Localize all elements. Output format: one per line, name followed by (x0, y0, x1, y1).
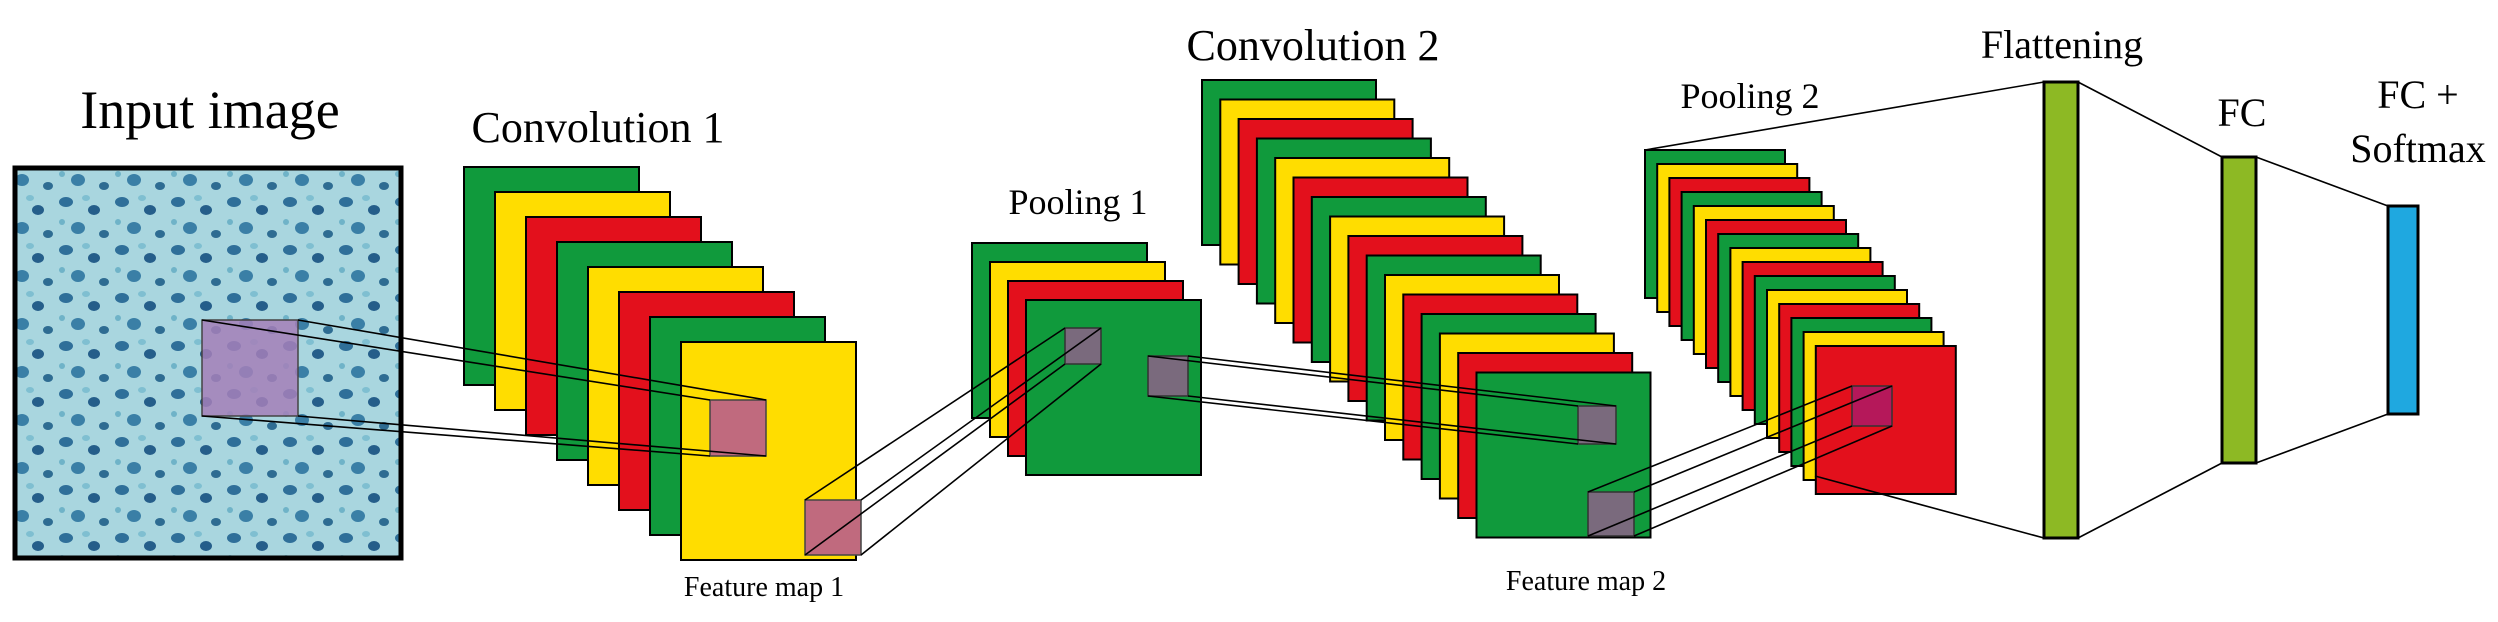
conv1-top-patch (709, 399, 767, 457)
fc-softmax-title-line2: Softmax (2350, 126, 2486, 171)
pooling-1-title: Pooling 1 (1008, 182, 1147, 222)
conv2-bottom-patch (1587, 491, 1635, 537)
feature-patches (709, 327, 1893, 556)
input-image-title: Input image (80, 80, 339, 140)
convolution-2-stack (1201, 79, 1652, 539)
flattening-bar (2042, 80, 2080, 540)
feature-map-1-label: Feature map 1 (684, 572, 844, 603)
input-receptive-patch (201, 319, 299, 417)
flattening-title: Flattening (1981, 22, 2143, 67)
dense-layers (2042, 80, 2420, 540)
input-image-panel: Input image (12, 80, 404, 561)
feature-map-2-label: Feature map 2 (1506, 566, 1666, 597)
convolution-1-stack (463, 166, 857, 561)
pool2-patch (1851, 385, 1893, 427)
fc-title: FC (2218, 90, 2267, 135)
conv2-top-patch (1577, 405, 1617, 445)
pooling-2-stack (1644, 149, 1957, 495)
softmax-bar (2386, 204, 2420, 416)
pool1-right-patch (1147, 355, 1189, 397)
connector-lines (201, 81, 2389, 556)
convolution-1-title: Convolution 1 (471, 103, 724, 152)
pool1-patch (1064, 327, 1102, 365)
fc-bar (2220, 155, 2258, 465)
conv1-bottom-patch (804, 499, 862, 556)
pooling-2-title: Pooling 2 (1680, 76, 1819, 116)
fc-softmax-title-line1: FC + (2377, 72, 2458, 117)
convolution-2-title: Convolution 2 (1186, 21, 1439, 70)
